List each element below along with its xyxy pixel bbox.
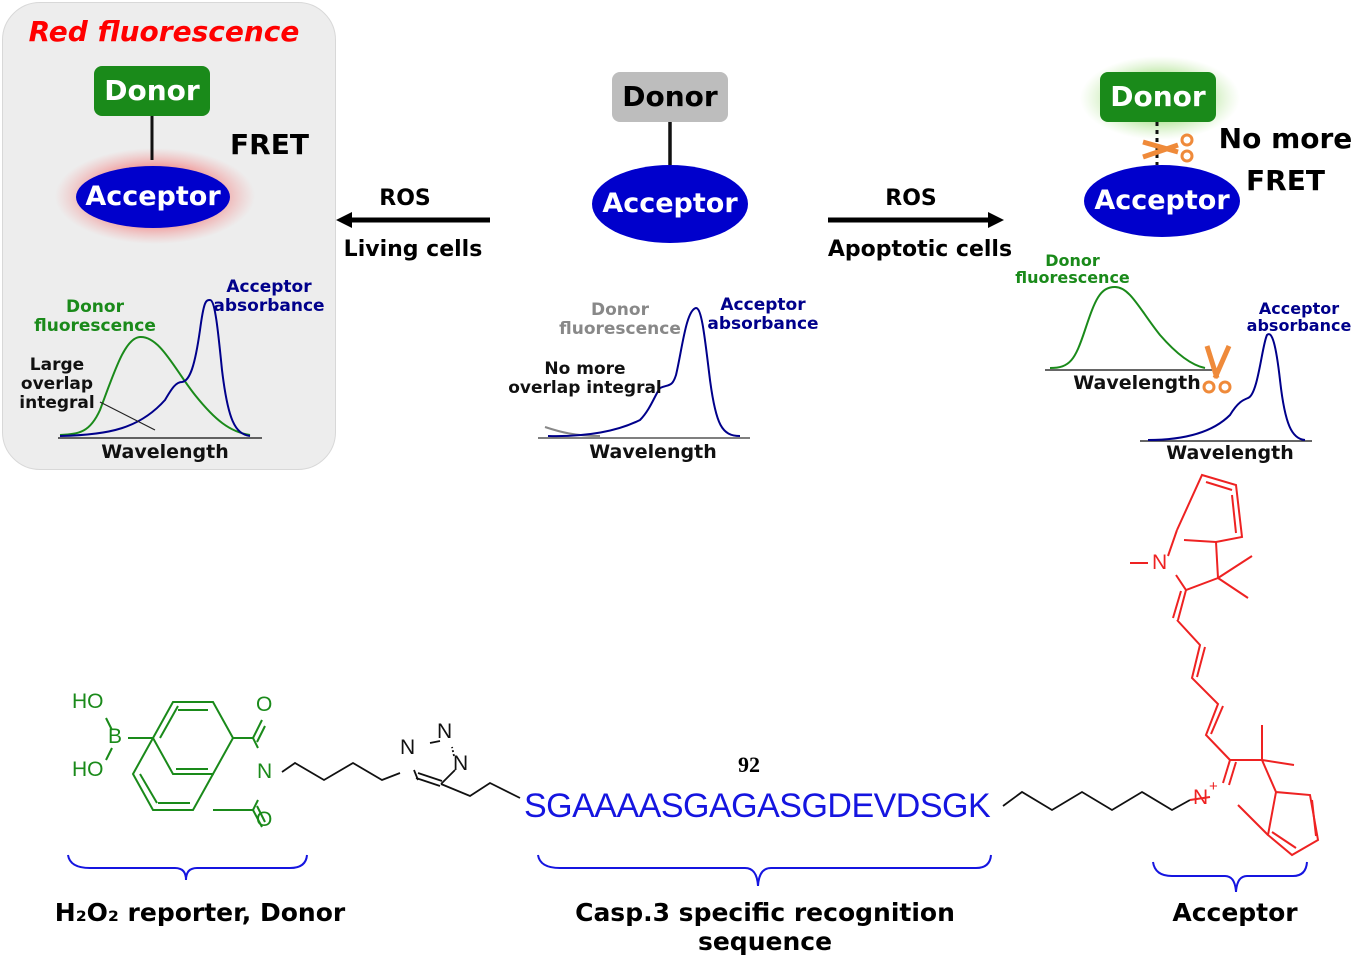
arrow-right-bottom-label: Apoptotic cells (827, 237, 1013, 262)
atom-plus-charge: + (1209, 778, 1218, 795)
donor-box: Donor (612, 72, 728, 122)
sequence-caption: Casp.3 specific recognition sequence (575, 898, 955, 956)
no-more-fret-label: No more FRET (1218, 122, 1353, 197)
atom-o-top: O (256, 693, 273, 716)
cy5-acceptor (1130, 473, 1320, 857)
acceptor-absorbance-curve (59, 298, 251, 437)
overlap-pointer (99, 401, 156, 431)
acceptor-absorbance-curve-right (1147, 333, 1306, 441)
brace-acceptor (1152, 861, 1308, 893)
wavelength-axis-label: Wavelength (101, 441, 229, 463)
arrow-right-top-label: ROS (885, 186, 937, 211)
donor-fluorescence-label: Donor fluorescence (559, 300, 681, 339)
acceptor-absorbance-label: Acceptor absorbance (213, 277, 325, 316)
atom-o-bottom: O (256, 808, 273, 831)
atom-boron: B (108, 725, 123, 748)
overlap-label: No more overlap integral (508, 359, 662, 398)
atom-ho-bottom: HO (72, 758, 104, 781)
donor-box: Donor (1100, 72, 1216, 122)
fret-label: FRET (230, 128, 309, 161)
acceptor-absorbance-label: Acceptor absorbance (1246, 299, 1352, 335)
peptide-sequence: SGAAAASGAGASGDEVDSGK (524, 787, 991, 825)
brace-donor (67, 854, 308, 881)
compound-number: 92 (738, 752, 760, 777)
wavelength-axis-label-acceptor: Wavelength (1166, 442, 1294, 464)
atom-indole-n: N (1152, 551, 1168, 574)
acceptor-absorbance-curve-middle (547, 306, 741, 438)
overlap-label: Large overlap integral (19, 355, 95, 413)
scissors-icon-spectrum (1202, 344, 1232, 394)
panel-title: Red fluorescence (28, 15, 300, 48)
donor-fluorescence-curve-right (1049, 285, 1206, 369)
wavelength-axis-label: Wavelength (589, 441, 717, 463)
brace-sequence (537, 854, 992, 887)
arrow-left (336, 212, 490, 228)
acceptor-ellipse: Acceptor (76, 166, 230, 228)
wavelength-axis-label-donor: Wavelength (1073, 372, 1201, 394)
arrow-left-bottom-label: Living cells (343, 237, 483, 262)
atom-n-imide: N (257, 760, 273, 783)
acceptor-absorbance-label: Acceptor absorbance (707, 295, 819, 334)
atom-triazole-n3: N (453, 752, 469, 775)
atom-ho-top: HO (72, 690, 104, 713)
acceptor-ellipse: Acceptor (1084, 165, 1240, 237)
atom-n-plus: N (1193, 786, 1209, 809)
donor-box: Donor (94, 66, 210, 116)
donor-caption: H₂O₂ reporter, Donor (54, 898, 346, 927)
atom-triazole-n2: N (437, 720, 453, 743)
arrow-left-top-label: ROS (379, 186, 431, 211)
donor-fluorescence-curve (59, 335, 251, 436)
arrow-right (828, 212, 1004, 228)
naphthalimide-donor (105, 701, 266, 828)
acceptor-caption: Acceptor (1172, 898, 1298, 927)
donor-fluorescence-label: Donor fluorescence (34, 297, 156, 336)
acceptor-ellipse: Acceptor (592, 165, 748, 243)
donor-fluorescence-curve-middle (544, 426, 601, 437)
scissors-icon (1142, 133, 1194, 163)
donor-fluorescence-label: Donor fluorescence (1015, 251, 1130, 287)
linker-chain (281, 740, 1191, 812)
atom-triazole-n1: N (400, 736, 416, 759)
